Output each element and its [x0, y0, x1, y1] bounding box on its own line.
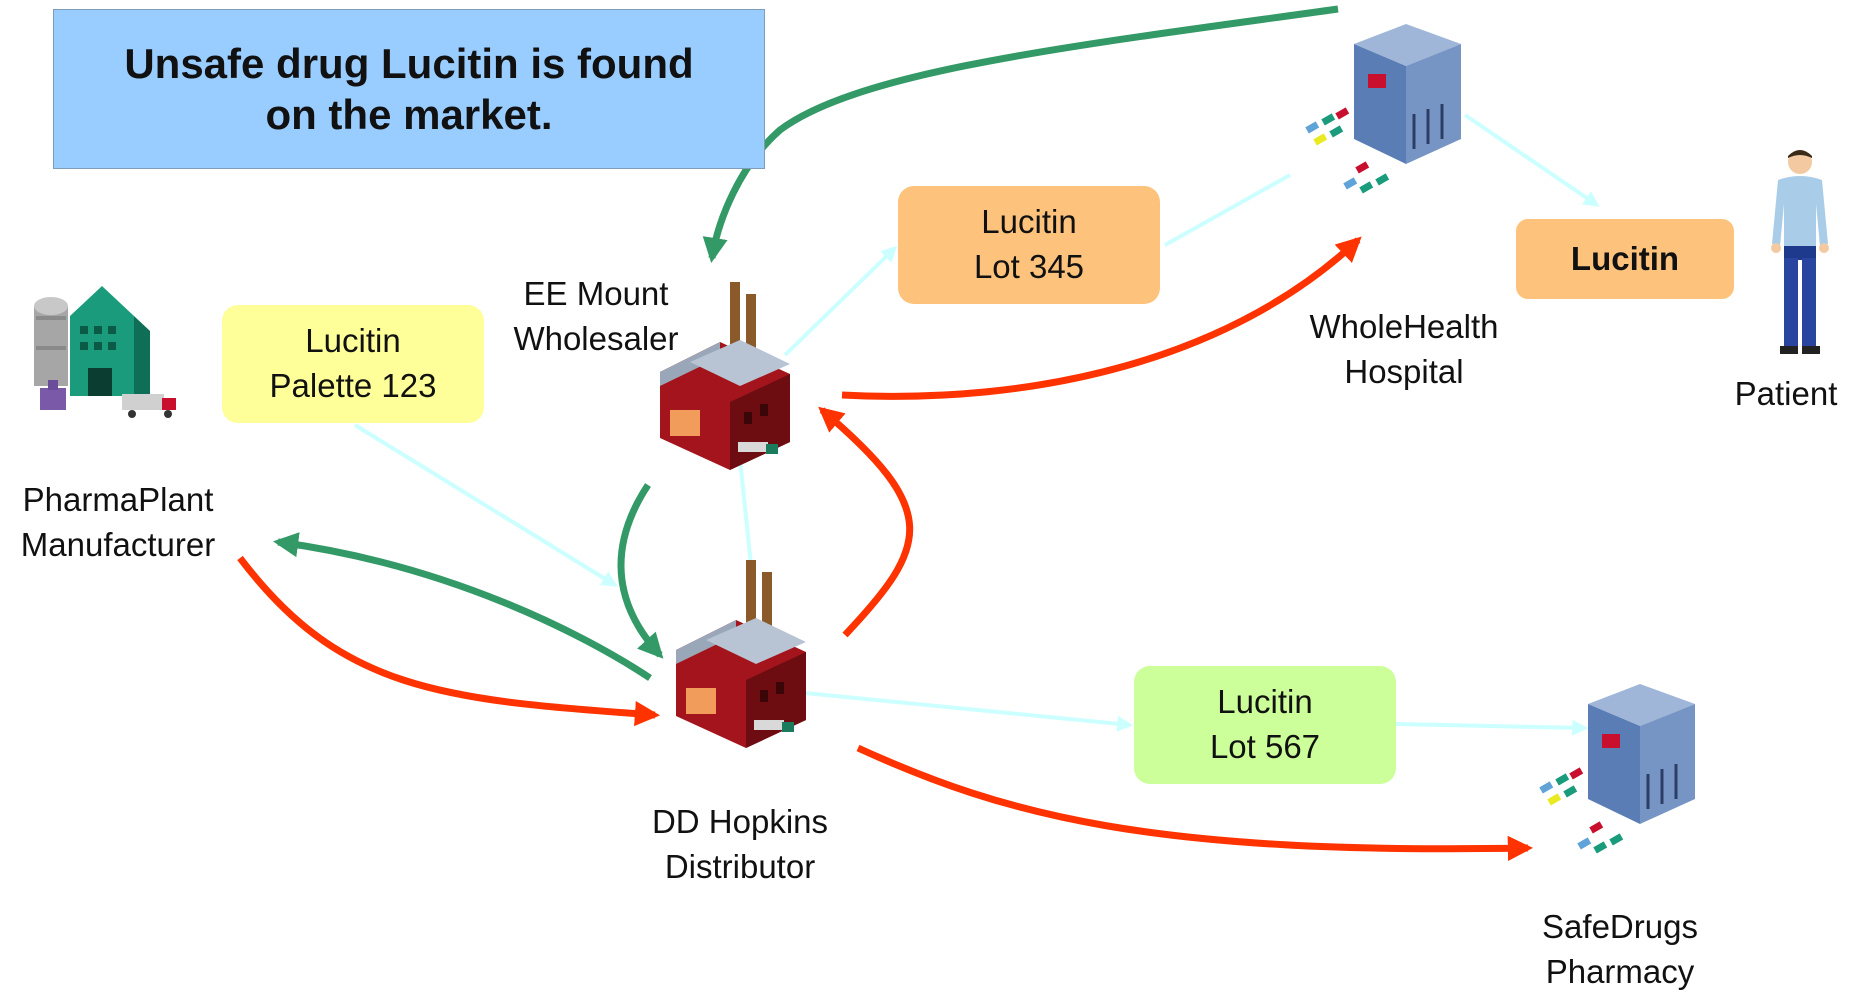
hospital-label: WholeHealth Hospital: [1304, 305, 1504, 394]
wholesaler-factory-icon: [660, 282, 790, 470]
pharmacy-name: SafeDrugs: [1542, 908, 1698, 945]
patient-drug-name: Lucitin: [1570, 239, 1680, 277]
trace-back-wholesaler-to-distributor: [617, 483, 664, 659]
distributor-factory-icon: [676, 560, 806, 748]
wholesaler-role: Wholesaler: [513, 319, 679, 357]
lot345-id: Lot 345: [973, 248, 1085, 285]
wholesaler-label: EE Mount Wholesaler: [496, 272, 696, 361]
manufacturing-plant-icon: [34, 286, 176, 418]
manufacturer-label: PharmaPlant Manufacturer: [8, 478, 228, 567]
product-flow-lot345-to-hospital: [1164, 173, 1291, 247]
pharmacy-label: SafeDrugs Pharmacy: [1520, 905, 1720, 994]
distributor-label: DD Hopkins Distributor: [640, 800, 840, 889]
pharmacy-building-icon: [1539, 684, 1695, 854]
product-flow-lot567-to-pharmacy: [1394, 719, 1589, 736]
lot-345-box: Lucitin Lot 345: [898, 186, 1160, 304]
trace-forward-wholesaler-to-hospital: [841, 236, 1362, 400]
trace-forward-manufacturer-to-distributor: [237, 555, 661, 727]
hospital-building-icon: [1305, 24, 1461, 194]
product-flow-wholesaler-to-lot345: [783, 245, 898, 357]
patient-drug-box: Lucitin: [1516, 219, 1734, 299]
headline-line-1: Unsafe drug Lucitin is found: [124, 39, 694, 87]
pharmacy-role: Pharmacy: [1545, 952, 1695, 990]
palette-id: Palette 123: [269, 367, 437, 404]
patient-person-icon: [1771, 150, 1829, 354]
product-flow-manufacturer-to-distributor: [353, 423, 618, 587]
wholesaler-name: EE Mount: [523, 275, 669, 312]
product-flow-distributor-to-lot567: [804, 691, 1134, 732]
patient-name: Patient: [1734, 375, 1838, 412]
trace-back-distributor-to-manufacturer: [273, 532, 652, 681]
manufacturer-role: Manufacturer: [20, 525, 216, 563]
lot-567-box: Lucitin Lot 567: [1134, 666, 1396, 784]
palette-drug-name: Lucitin: [305, 322, 401, 360]
lot567-id: Lot 567: [1209, 728, 1321, 765]
headline-callout: Unsafe drug Lucitin is found on the mark…: [53, 9, 765, 169]
distributor-role: Distributor: [664, 847, 816, 885]
product-flow-hospital-to-patient: [1463, 113, 1600, 207]
trace-back-hospital-to-wholesaler: [702, 5, 1339, 263]
palette-123-box: Lucitin Palette 123: [222, 305, 484, 423]
lot345-drug-name: Lucitin: [981, 203, 1077, 241]
trace-forward-distributor-to-wholesaler: [818, 406, 914, 638]
distributor-name: DD Hopkins: [651, 803, 829, 840]
lot567-drug-name: Lucitin: [1217, 683, 1313, 721]
hospital-name: WholeHealth: [1309, 308, 1499, 345]
patient-label: Patient: [1726, 372, 1846, 417]
headline-line-2: on the market.: [265, 91, 553, 138]
manufacturer-name: PharmaPlant: [22, 481, 214, 518]
hospital-role: Hospital: [1344, 352, 1464, 390]
trace-forward-distributor-to-pharmacy: [856, 744, 1534, 861]
